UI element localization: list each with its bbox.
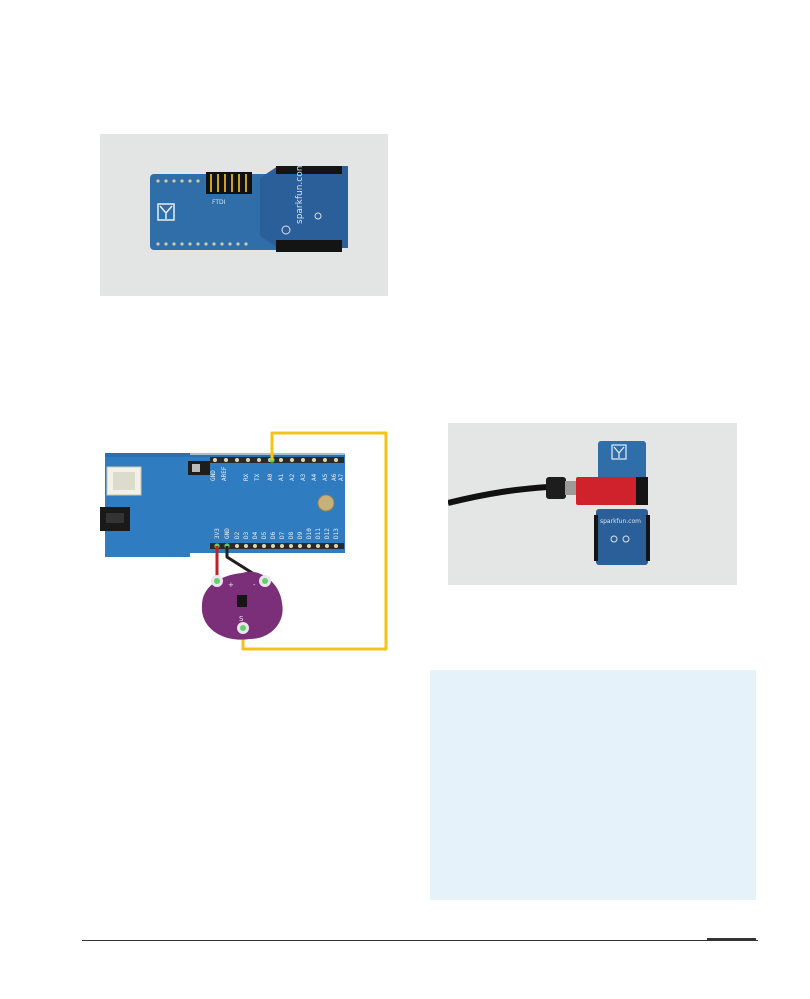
bottom-board-text: sparkfun.com <box>600 518 641 525</box>
sensor-board: + - S <box>201 571 283 640</box>
pin-label-top: A6 <box>331 473 338 481</box>
pin-label-top: A1 <box>278 473 285 481</box>
pin-label-top: RX <box>243 473 250 481</box>
pin-label-top: TX <box>254 473 261 481</box>
pin-label-top: AREF <box>221 466 228 481</box>
pin-label-bottom: D10 <box>306 528 313 539</box>
pin-label-top: A5 <box>322 473 329 481</box>
pin-label-bottom: D9 <box>297 531 304 539</box>
pin-label-top: GND <box>210 470 217 481</box>
photo-board-with-adapter: sparkfun.com FTDI <box>100 134 388 296</box>
pin-label-bottom: D13 <box>333 528 340 539</box>
pin-label-top: A0 <box>267 473 274 481</box>
pin-label-bottom: 3V3 <box>214 528 221 539</box>
pin-label-top: A3 <box>300 473 307 481</box>
sensor-signal-label: S <box>239 615 244 623</box>
sensor-plus-label: + <box>228 581 234 589</box>
pin-label-top: A4 <box>311 473 318 481</box>
pin-label-bottom: D6 <box>270 531 277 539</box>
pin-label-bottom: D12 <box>324 528 331 539</box>
pin-label-bottom: D7 <box>279 531 286 539</box>
bottom-board <box>596 509 648 565</box>
pin-label-bottom: GND <box>224 528 231 539</box>
photo-usb-connected-boards: sparkfun.com <box>448 423 737 585</box>
footer-rule <box>82 940 758 941</box>
signal-wire <box>241 431 388 651</box>
usb-cable <box>448 484 549 506</box>
note-box <box>430 670 756 900</box>
wiring-diagram: GND AREF RX TX A0 A1 A2 A3 A4 A5 A6 A7 3… <box>100 425 400 657</box>
pin-label-bottom: D5 <box>261 531 268 539</box>
pin-label-top: A2 <box>289 473 296 481</box>
adapter-board <box>260 166 348 248</box>
pin-label-bottom: D2 <box>234 531 241 539</box>
ftdi-adapter <box>576 477 644 505</box>
pin-label-top: A7 <box>338 473 345 481</box>
adapter-board-text: sparkfun.com <box>295 163 305 225</box>
pin-label-bottom: D3 <box>243 531 250 539</box>
pin-label-bottom: D8 <box>288 531 295 539</box>
pin-label-bottom: D11 <box>315 528 322 539</box>
pin-label-bottom: D4 <box>252 531 259 539</box>
footer-rule-accent <box>707 938 756 940</box>
sensor-minus-label: - <box>253 581 256 589</box>
ftdi-label: FTDI <box>212 199 226 206</box>
